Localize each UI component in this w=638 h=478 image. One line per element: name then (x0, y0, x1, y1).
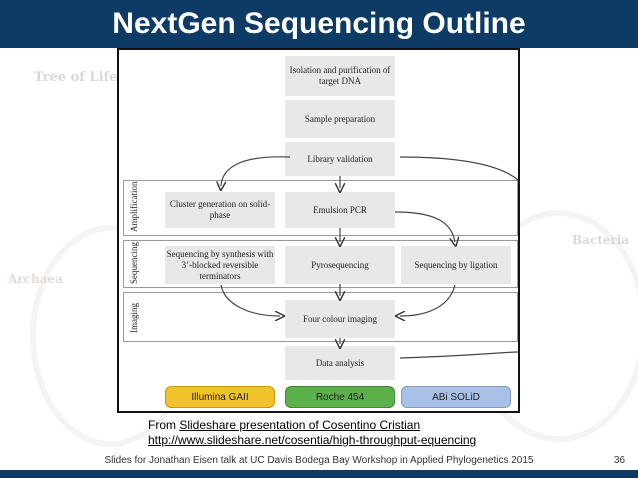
emulsion-step: Emulsion PCR (285, 192, 395, 228)
caption-from: From Slideshare presentation of Cosentin… (148, 418, 420, 432)
imaging-band (123, 292, 518, 342)
slide-number: 36 (614, 455, 626, 466)
isolation-step: Isolation and purification of target DNA (285, 56, 395, 96)
analysis-step: Data analysis (285, 346, 395, 380)
imaging-step: Four colour imaging (285, 300, 395, 338)
pyro-step: Pyrosequencing (285, 246, 395, 284)
title-bar (0, 0, 638, 48)
background-archaea-label: Archaea (8, 272, 63, 286)
ligation-step: Sequencing by ligation (401, 246, 511, 284)
platform-solid: ABi SOLiD (401, 386, 511, 408)
amplification-band (123, 180, 518, 236)
platform-roche: Roche 454 (285, 386, 395, 408)
footer-text: Slides for Jonathan Eisen talk at UC Dav… (104, 455, 534, 466)
caption-prefix: From (148, 418, 180, 432)
library-step: Library validation (285, 142, 395, 176)
sbs-step: Sequencing by synthesis with 3’-blocked … (165, 246, 275, 284)
sequencing-band (123, 240, 518, 288)
background-bacteria-label: Bacteria (572, 233, 630, 247)
slide-title: NextGen Sequencing Outline (112, 7, 526, 40)
caption-url-link[interactable]: http://www.slideshare.net/cosentia/high-… (148, 433, 477, 447)
background-tree-label: Tree of Life (34, 70, 118, 85)
caption-source-link[interactable]: Slideshare presentation of Cosentino Cri… (179, 418, 421, 432)
bottom-bar (0, 470, 638, 478)
cluster-step: Cluster generation on solid-phase (165, 192, 275, 228)
platform-illumina: Illumina GAII (165, 386, 275, 408)
sample-prep-step: Sample preparation (285, 100, 395, 138)
diagram-frame: Isolation and purification of target DNA… (117, 48, 520, 413)
